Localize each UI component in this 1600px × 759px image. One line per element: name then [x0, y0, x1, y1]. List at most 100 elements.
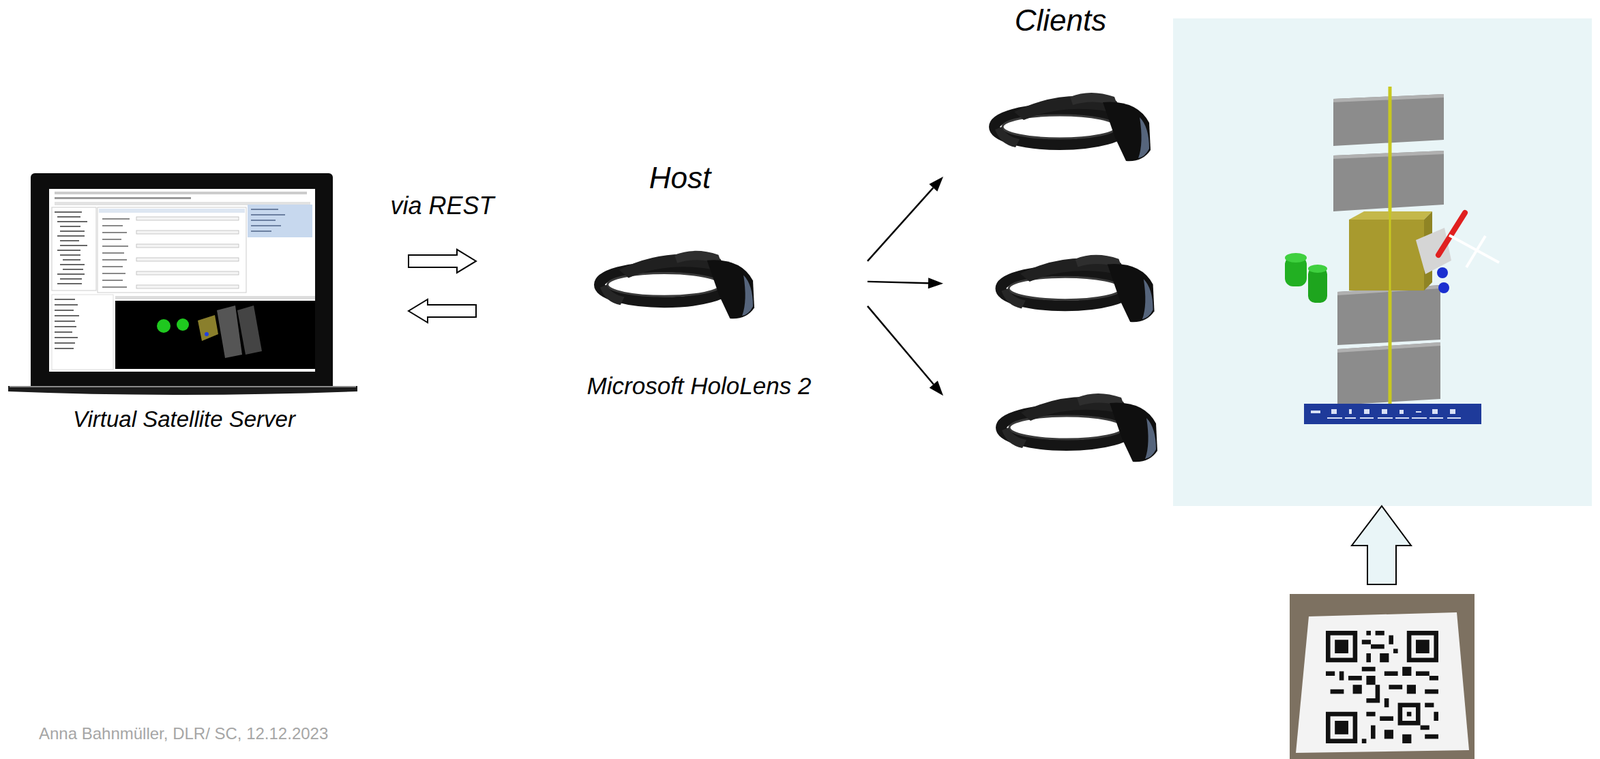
laptop-illustration-part-part — [60, 244, 88, 247]
arrow-head — [928, 176, 944, 192]
laptop-illustration-part-part — [57, 249, 81, 251]
qr-code-photo-part-part — [1366, 698, 1380, 704]
ar-view-panel-part — [1173, 18, 1592, 507]
laptop-illustration-part-part — [62, 259, 81, 261]
laptop-illustration-part — [237, 305, 262, 355]
ar-view-panel-part — [1284, 253, 1307, 263]
qr-code-photo-part-part — [1415, 671, 1430, 676]
ar-view-panel-part-part — [1327, 417, 1343, 419]
qr-code-photo-part-part — [1379, 716, 1394, 721]
ar-view-panel-part-part — [1395, 417, 1410, 419]
arrow-line — [867, 306, 934, 385]
qr-code-photo-part-part — [1424, 703, 1434, 708]
host-headset: HostMicrosoft HoloLens 2 — [530, 153, 868, 410]
laptop-illustration-part-part — [102, 272, 126, 275]
ar-view-panel-part — [1436, 267, 1448, 279]
qr-code-photo-part-part — [1384, 729, 1394, 739]
laptop-illustration-part — [54, 191, 307, 195]
laptop-illustration-part — [204, 332, 209, 337]
qr-code-photo-part-part — [1330, 689, 1345, 695]
laptop-illustration-part-part — [54, 304, 78, 306]
qr-code-photo — [1289, 594, 1475, 759]
hollow-arrow — [408, 299, 477, 323]
laptop-illustration-part-part — [60, 263, 85, 266]
qr-code-photo-part-part — [1361, 639, 1371, 645]
laptop-illustration-part-part — [54, 326, 77, 328]
ar-view-panel-part — [1466, 235, 1486, 268]
qr-code-photo-part-part — [1393, 648, 1399, 654]
laptop-illustration-part-part — [102, 279, 123, 281]
laptop-illustration-part — [54, 197, 191, 200]
label-holder: Anna Bahnmüller, DLR/ SC, 12.12.2023 — [38, 724, 329, 745]
hololens-headsets-part — [1000, 255, 1154, 323]
laptop-illustration-part — [49, 188, 316, 372]
laptop-illustration-part-part — [60, 240, 80, 242]
laptop-illustration-part — [9, 386, 357, 388]
ar-view-panel-part-part — [1429, 417, 1444, 419]
qr-code-photo-part-part — [1361, 667, 1376, 672]
hololens-headsets-part — [1001, 393, 1158, 462]
qr-code-photo-part-part — [1424, 689, 1439, 695]
laptop-illustration-part-part — [54, 336, 78, 339]
ar-view-panel-part-part — [1415, 411, 1422, 413]
laptop-illustration-part-part — [136, 257, 239, 262]
laptop-illustration-part — [102, 218, 130, 288]
clients-group: Clients — [943, 0, 1178, 478]
edge-label-holder: via REST — [390, 190, 495, 221]
ar-view-panel — [1173, 18, 1592, 507]
ar-view-panel-part-part — [1310, 410, 1321, 414]
ar-view-panel-part — [1449, 235, 1500, 263]
ar-view-panel-part-part — [1381, 409, 1388, 414]
laptop-illustration-part — [247, 204, 313, 238]
qr-code-photo-part-part — [1353, 684, 1362, 694]
qr-code-photo-part — [1325, 630, 1439, 744]
qr-code-photo-part-part — [1348, 675, 1362, 681]
laptop-illustration-part — [156, 319, 171, 333]
laptop-illustration-part — [115, 300, 316, 369]
laptop-illustration-part — [98, 208, 245, 213]
laptop-illustration-part — [30, 173, 333, 391]
ar-view-panel-part-part — [1432, 409, 1438, 414]
qr-code-photo-part-part — [1420, 725, 1430, 731]
qr-code-photo-part-part — [1388, 635, 1394, 645]
server-laptop: Virtual Satellite Server — [0, 170, 370, 444]
laptop-illustration-part-part — [250, 219, 276, 221]
laptop-illustration-part-part — [250, 214, 286, 216]
laptop-illustration-part-part — [54, 309, 74, 311]
qr-code-photo-part-part — [1325, 630, 1358, 663]
ar-view-panel-part-part — [1331, 409, 1337, 414]
laptop-illustration-part-part — [57, 283, 82, 285]
ar-view-panel-part — [1349, 219, 1425, 291]
laptop-illustration-part-part — [102, 252, 125, 254]
laptop-illustration-part-part — [57, 235, 85, 237]
ar-view-panel-part — [1308, 264, 1328, 273]
laptop-illustration-part-part — [60, 230, 85, 232]
laptop-illustration-part-part — [54, 315, 80, 317]
arrow-connector — [867, 277, 944, 289]
qr-code-photo-part-part — [1388, 684, 1403, 690]
hololens-headsets-part — [994, 92, 1151, 161]
qr-code-photo-part-part — [1433, 712, 1439, 721]
up-arrow — [1351, 506, 1412, 585]
laptop-illustration-part — [51, 207, 97, 291]
ar-view-panel-part — [1304, 403, 1482, 425]
hololens-headsets — [599, 92, 1158, 462]
qr-code-photo-part-part — [1384, 671, 1399, 676]
qr-code-photo-part-part — [1402, 734, 1412, 744]
qr-code-photo-part-part — [1339, 671, 1345, 680]
laptop-illustration-part-part — [102, 245, 129, 247]
node-heading: Clients — [943, 2, 1178, 39]
qr-code-photo-part-part — [1366, 675, 1375, 685]
footer-note: Anna Bahnmüller, DLR/ SC, 12.12.2023 — [38, 724, 329, 745]
ar-view-panel-part-part — [1399, 409, 1404, 414]
laptop-illustration-part — [136, 216, 239, 289]
hololens-headsets-part — [599, 250, 755, 319]
laptop-illustration — [8, 173, 358, 395]
laptop-illustration-part-part — [57, 216, 81, 218]
qr-code-photo-part-part — [1406, 684, 1416, 694]
laptop-illustration-part — [8, 386, 358, 395]
laptop-illustration-part-part — [136, 230, 239, 234]
ar-view-panel-part-part — [1447, 417, 1461, 419]
qr-code-photo-part-part — [1402, 667, 1412, 676]
qr-code-photo-part-part — [1379, 653, 1389, 663]
